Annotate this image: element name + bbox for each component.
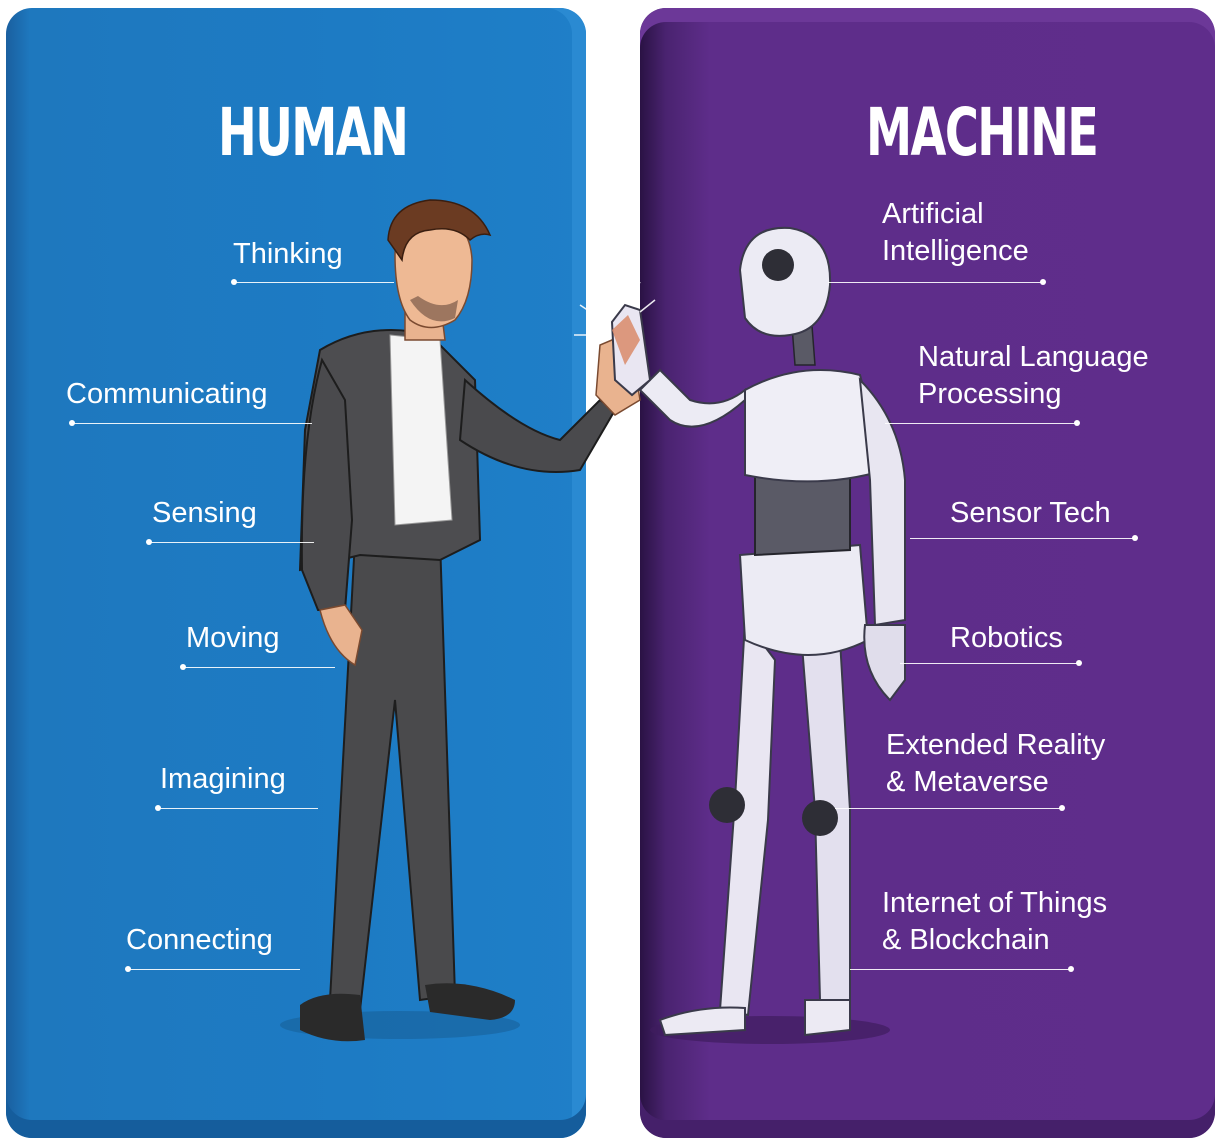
businessman-illustration [280, 199, 641, 1042]
machine-rule-robotics [900, 663, 1080, 664]
machine-rule-ai [828, 282, 1044, 283]
machine-rule-sensor-tech [910, 538, 1136, 539]
machine-item-iot-blockchain: Internet of Things & Blockchain [882, 887, 1108, 956]
human-rule-thinking [234, 282, 394, 283]
human-rule-sensing [149, 542, 314, 543]
human-dot-communicating [69, 420, 75, 426]
human-dot-thinking [231, 279, 237, 285]
machine-dot-robotics [1076, 660, 1082, 666]
human-panel [6, 8, 586, 1138]
robot-illustration [610, 226, 906, 1044]
human-rule-communicating [72, 423, 312, 424]
human-dot-moving [180, 664, 186, 670]
machine-rule-xr-metaverse [835, 808, 1063, 809]
human-item-imagining: Imagining [160, 763, 286, 795]
machine-rule-iot-blockchain [850, 969, 1072, 970]
machine-dot-iot-blockchain [1068, 966, 1074, 972]
machine-dot-nlp [1074, 420, 1080, 426]
human-item-communicating: Communicating [66, 378, 268, 410]
human-item-moving: Moving [186, 622, 280, 654]
machine-item-nlp: Natural Language Processing [918, 341, 1149, 410]
human-item-thinking: Thinking [233, 238, 343, 270]
machine-dot-ai [1040, 279, 1046, 285]
high-five-sparkle [574, 274, 656, 336]
human-dot-imagining [155, 805, 161, 811]
machine-item-ai: Artificial Intelligence [882, 198, 1029, 267]
human-item-sensing: Sensing [152, 497, 257, 529]
machine-rule-nlp [885, 423, 1078, 424]
human-title: HUMAN [218, 94, 409, 171]
machine-item-xr-metaverse: Extended Reality & Metaverse [886, 729, 1106, 798]
machine-title: MACHINE [866, 94, 1099, 171]
machine-dot-xr-metaverse [1059, 805, 1065, 811]
human-rule-connecting [128, 969, 300, 970]
machine-item-sensor-tech: Sensor Tech [950, 497, 1111, 529]
human-item-connecting: Connecting [126, 924, 273, 956]
human-rule-imagining [158, 808, 318, 809]
machine-item-robotics: Robotics [950, 622, 1063, 654]
human-rule-moving [183, 667, 335, 668]
machine-dot-sensor-tech [1132, 535, 1138, 541]
human-dot-sensing [146, 539, 152, 545]
human-dot-connecting [125, 966, 131, 972]
